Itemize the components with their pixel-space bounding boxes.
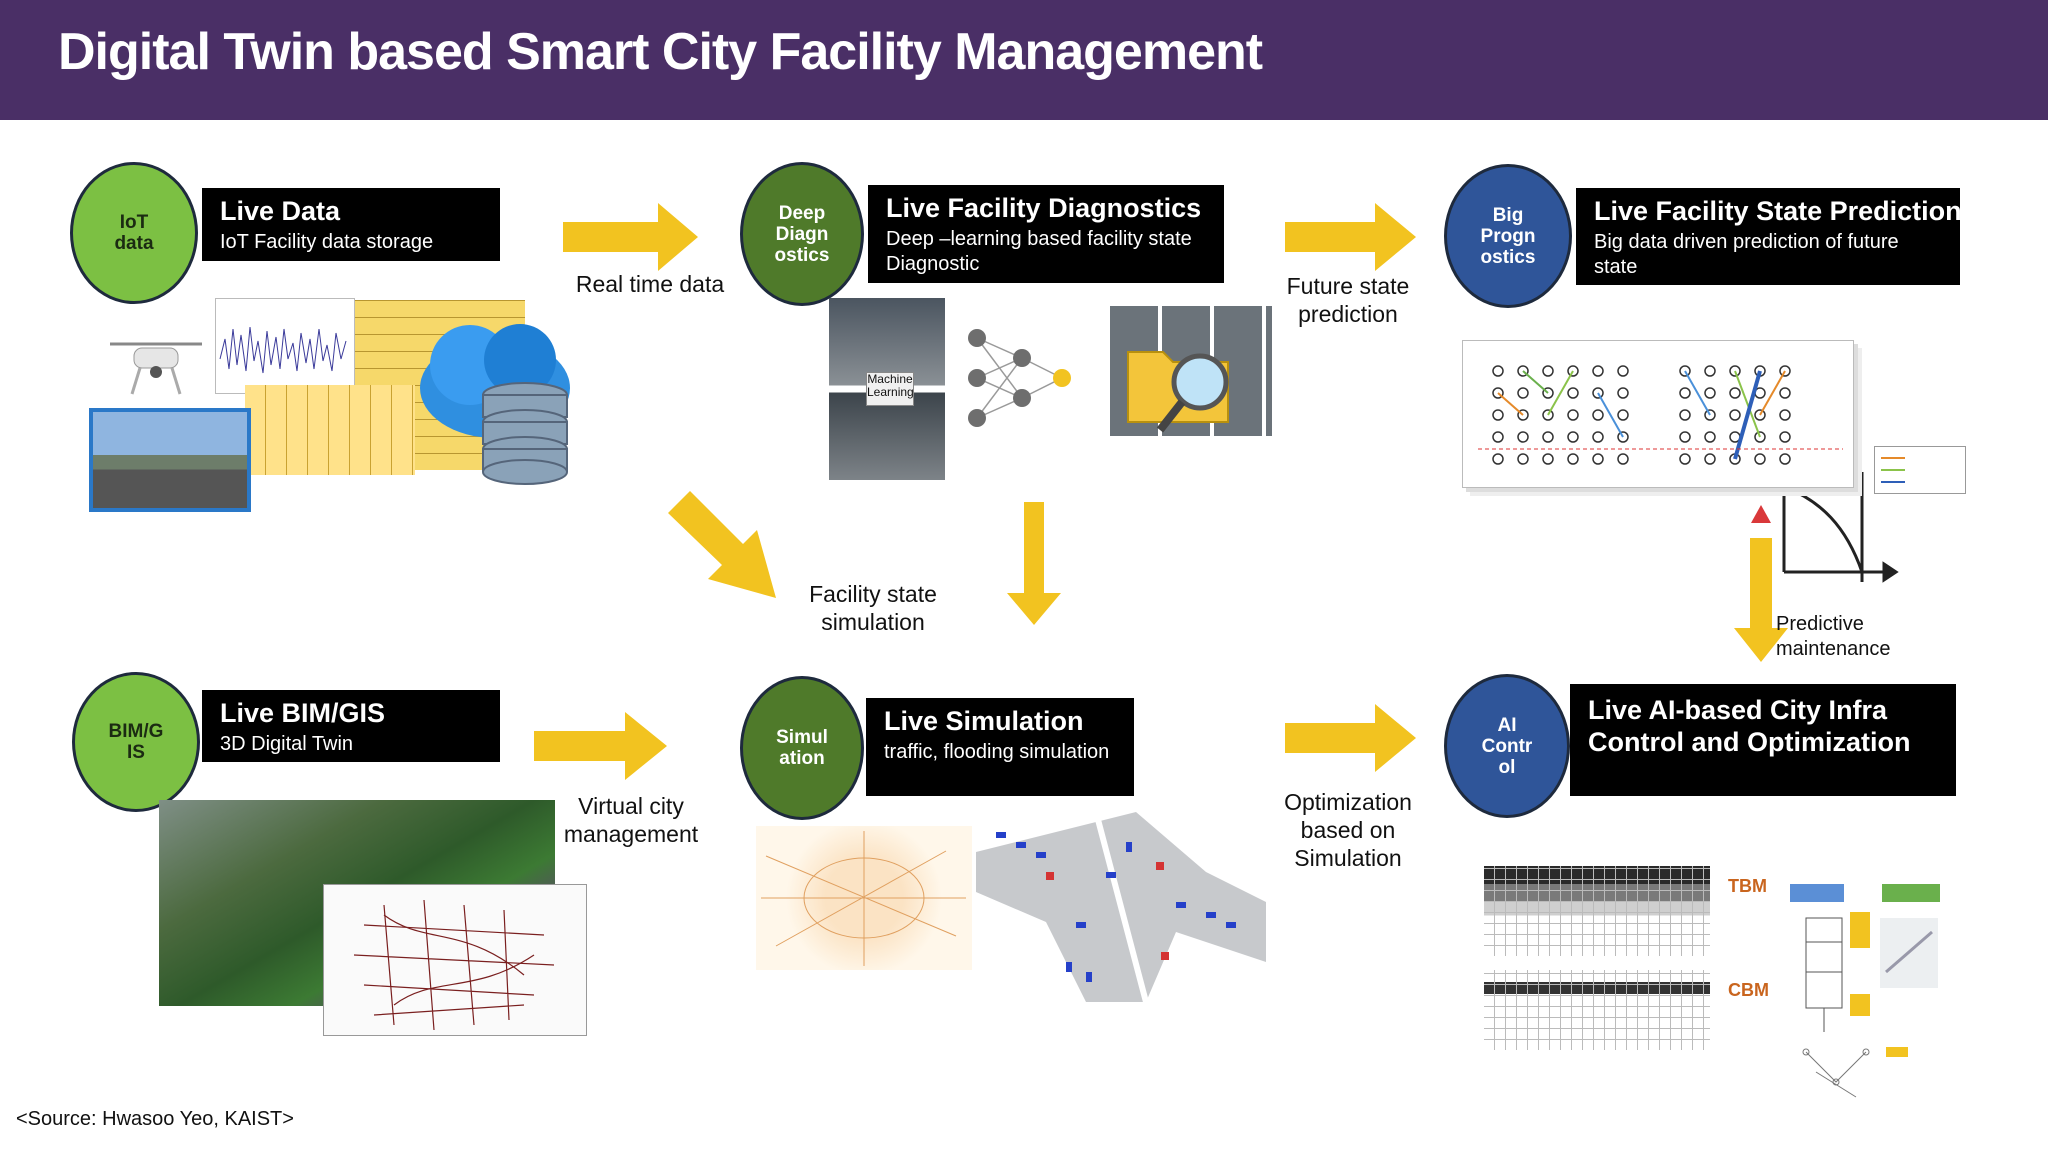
live-simulation-box: Live Simulation traffic, flooding simula… [866, 698, 1134, 796]
bim-gis-subtitle: 3D Digital Twin [220, 733, 354, 755]
gis-road-network-image [323, 884, 587, 1036]
road-camera-image [89, 408, 251, 512]
bim-gis-title: Live BIM/GIS [220, 698, 386, 728]
deep-diagnostics-circle: Deep Diagn ostics [740, 162, 864, 306]
arrow-right-icon [563, 203, 698, 271]
big-prognostics-circle: Big Progn ostics [1444, 164, 1572, 308]
page-title: Digital Twin based Smart City Facility M… [58, 23, 1263, 81]
arrow-down-icon [1007, 502, 1061, 625]
predictive-maintenance-label: Predictive maintenance [1776, 613, 1891, 660]
ai-control-title: Live AI-based City Infra Control and Opt… [1588, 695, 1911, 757]
simulation-subtitle: traffic, flooding simulation [884, 741, 1110, 763]
markov-state-diagram [1462, 340, 1854, 488]
arrow-diagonal-icon [668, 491, 776, 598]
ai-control-circle: AI Contr ol [1444, 674, 1570, 818]
prediction-subtitle: Big data driven prediction of future sta… [1594, 231, 1899, 278]
tbm-label: TBM [1728, 876, 1767, 896]
prediction-legend [1874, 446, 1966, 494]
live-ai-control-box: Live AI-based City Infra Control and Opt… [1570, 684, 1956, 796]
folder-magnifier-icon [1118, 322, 1248, 442]
live-bim-gis-box: Live BIM/GIS 3D Digital Twin [202, 690, 500, 762]
machine-learning-label: Machine Learning [866, 372, 914, 406]
arrow-down-icon [1734, 538, 1788, 662]
live-data-box: Live Data IoT Facility data storage [202, 188, 500, 261]
arrow-right-icon [1285, 203, 1416, 271]
simulation-circle: Simul ation [740, 676, 864, 820]
diagnostics-subtitle: Deep –learning based facility state Diag… [886, 228, 1192, 275]
live-data-title: Live Data [220, 196, 341, 226]
cbm-heatmap [1484, 970, 1710, 1050]
time-series-plot [215, 298, 355, 394]
bim-gis-circle: BIM/G IS [72, 672, 200, 812]
arrow-up-icon [1751, 505, 1771, 523]
diagnostics-title: Live Facility Diagnostics [886, 193, 1202, 223]
prediction-title: Live Facility State Prediction [1594, 196, 1962, 226]
live-data-subtitle: IoT Facility data storage [220, 231, 434, 253]
cbm-label: CBM [1728, 980, 1769, 1000]
arrow-right-icon [534, 712, 667, 780]
optimization-label: Optimization based on Simulation [1284, 789, 1412, 871]
spreadsheet-image [245, 385, 415, 475]
neural-network-image [962, 318, 1082, 436]
future-state-label: Future state prediction [1286, 273, 1410, 327]
virtual-city-label: Virtual city management [563, 793, 699, 847]
live-facility-diagnostics-box: Live Facility Diagnostics Deep –learning… [868, 185, 1224, 283]
control-flow-diagram [1786, 882, 1946, 1112]
cloud-database-image [410, 310, 580, 495]
intersection-simulation-image [976, 811, 1266, 1003]
source-citation: <Source: Hwasoo Yeo, KAIST> [16, 1108, 294, 1130]
title-bar [0, 0, 2048, 120]
tbm-heatmap [1484, 866, 1710, 956]
facility-state-simulation-label: Facility state simulation [809, 581, 937, 635]
drone-image [106, 330, 206, 400]
iot-circle: IoT data [70, 162, 198, 304]
traffic-map-image [756, 826, 972, 970]
arrow-right-icon [1285, 704, 1416, 772]
real-time-data-label: Real time data [575, 271, 725, 297]
live-state-prediction-box: Live Facility State Prediction Big data … [1576, 188, 1962, 285]
simulation-title: Live Simulation [884, 706, 1084, 736]
